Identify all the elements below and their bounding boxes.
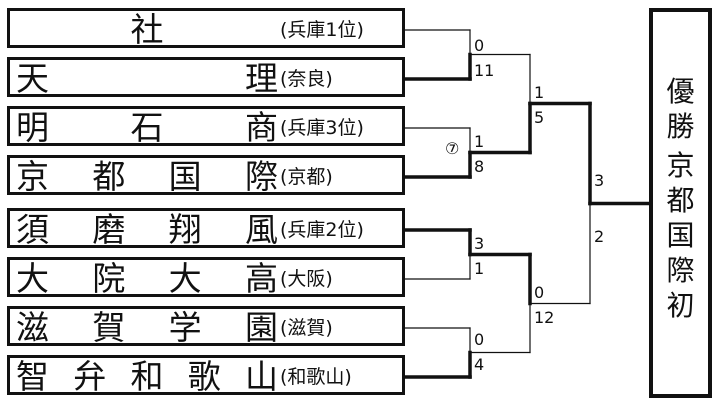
team-name-char: 社	[130, 10, 164, 49]
team-box-3: 明 石 商 (兵庫3位)	[7, 106, 405, 146]
team-region: (大阪)	[280, 268, 333, 290]
champion-box: 優 勝 京 都 国 際 初	[649, 8, 712, 398]
team-region: (和歌山)	[280, 366, 352, 388]
team-name-char: 歌	[187, 357, 221, 396]
team-box-5: 須 磨 翔 風 (兵庫2位)	[7, 208, 405, 248]
team-name-char: 学	[168, 308, 202, 347]
team-name: 滋賀学園	[16, 310, 278, 346]
team-name-char: 国	[168, 157, 202, 196]
team-name-char: 山	[245, 357, 278, 396]
team-name-char: 磨	[92, 210, 126, 249]
team-name-char: 天	[16, 59, 49, 98]
champion-suffix: 初	[666, 288, 694, 323]
team-name-char: 京	[16, 157, 49, 196]
team-box-1: 社 (兵庫1位)	[7, 8, 405, 48]
team-name-char: 際	[244, 157, 278, 196]
team-name-char: 和	[130, 357, 164, 396]
team-name-char: 商	[245, 108, 278, 147]
score-final-top: 3	[594, 171, 605, 190]
score-r1-game4-top: 0	[474, 330, 485, 349]
team-name-char: 弁	[73, 357, 107, 396]
team-name-char: 理	[245, 59, 278, 98]
score-sf2-bottom: 12	[534, 308, 555, 327]
team-name: 大院大高	[16, 261, 278, 297]
team-name-char: 都	[92, 157, 126, 196]
team-name: 智弁和歌山	[16, 359, 278, 395]
team-name-char: 園	[244, 308, 278, 347]
team-name-char: 大	[16, 259, 49, 298]
score-r1-game2-top: 1	[474, 132, 485, 151]
team-name: 天理	[16, 61, 278, 97]
score-r1-game3-top: 3	[474, 234, 485, 253]
extra-inning-mark: ⑦	[445, 139, 460, 158]
team-box-2: 天理 (奈良)	[7, 57, 405, 97]
score-r1-game2-bottom: 8	[474, 157, 485, 176]
team-name-char: 賀	[92, 308, 126, 347]
team-region: (奈良)	[280, 68, 333, 90]
team-box-8: 智弁和歌山 (和歌山)	[7, 355, 405, 395]
champion-label-char: 勝	[666, 110, 695, 143]
team-name-char: 院	[92, 259, 126, 298]
champion-team-name: 京 都 国 際	[666, 148, 694, 288]
champion-name-char: 国	[666, 219, 695, 252]
score-sf1-top: 1	[534, 83, 545, 102]
team-name-char: 翔	[168, 210, 202, 249]
team-region: (京都)	[280, 166, 333, 188]
team-box-6: 大 院 大 高 (大阪)	[7, 257, 405, 297]
score-final-bottom: 2	[594, 227, 605, 246]
team-name-char: 明	[16, 108, 49, 147]
score-r1-game4-bottom: 4	[474, 355, 485, 374]
team-name: 須磨翔風	[16, 212, 278, 248]
champion-suffix-char: 初	[666, 289, 695, 322]
team-region: (滋賀)	[280, 317, 333, 339]
team-region: (兵庫3位)	[280, 117, 364, 139]
champion-label-char: 優	[666, 75, 695, 108]
score-r1-game1-top: 0	[474, 36, 485, 55]
score-sf2-top: 0	[534, 283, 545, 302]
team-name-char: 大	[168, 259, 202, 298]
score-r1-game1-bottom: 11	[474, 61, 495, 80]
team-box-4: 京 都 国 際 (京都)	[7, 155, 405, 195]
team-name-char: 高	[244, 259, 278, 298]
champion-name-char: 京	[666, 149, 695, 182]
champion-name-char: 都	[666, 184, 695, 217]
team-region: (兵庫2位)	[280, 219, 364, 241]
team-name: 京都国際	[16, 159, 278, 195]
team-name-char: 智	[16, 357, 49, 396]
champion-name-char: 際	[666, 254, 695, 287]
champion-label: 優 勝	[666, 74, 694, 144]
team-name-char: 須	[16, 210, 49, 249]
score-r1-game3-bottom: 1	[474, 259, 485, 278]
team-name-char: 風	[244, 210, 278, 249]
team-region: (兵庫1位)	[280, 19, 364, 41]
team-name: 社	[16, 12, 278, 48]
team-box-7: 滋 賀 学 園 (滋賀)	[7, 306, 405, 346]
score-sf1-bottom: 5	[534, 108, 545, 127]
team-name: 明石商	[16, 110, 278, 146]
team-name-char: 滋	[16, 308, 49, 347]
team-name-char: 石	[130, 108, 164, 147]
